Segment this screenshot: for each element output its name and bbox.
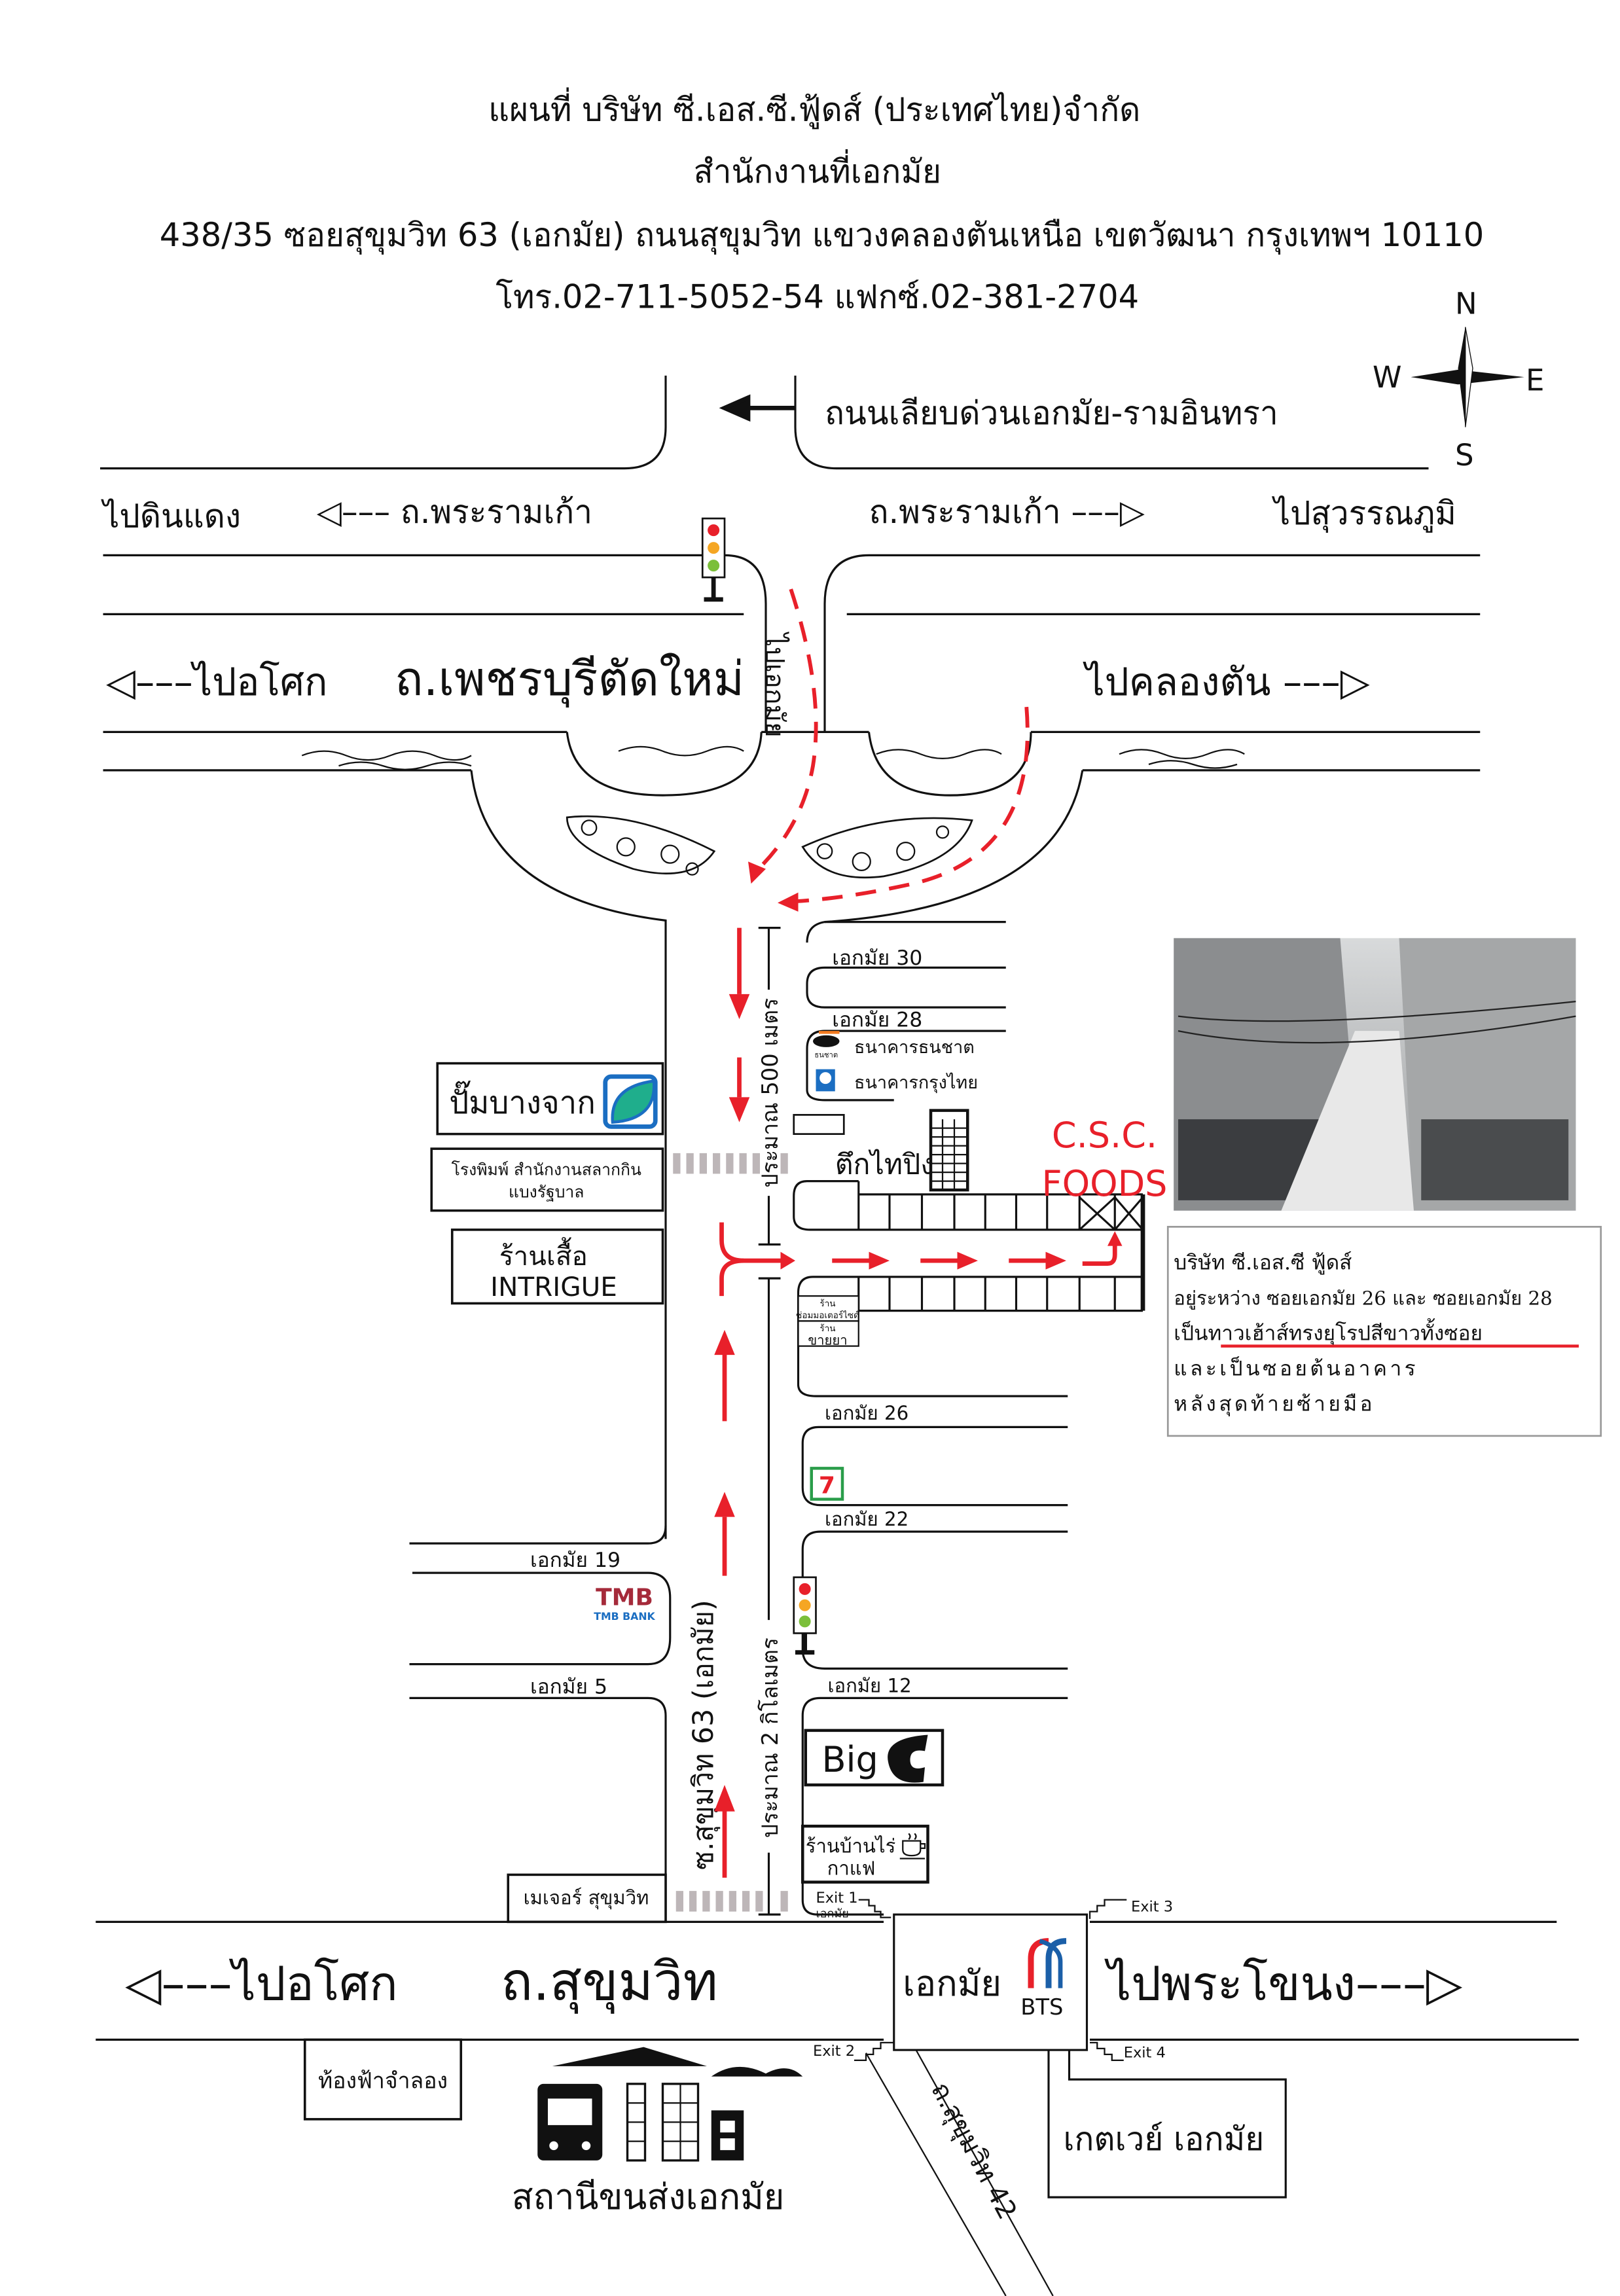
compass-s: S — [1455, 438, 1474, 473]
expressway-label: ถนนเลียบด่วนเอกมัย-รามอินทรา — [825, 394, 1278, 432]
to-phra-khanong: ไปพระโขนง–––▷ — [1104, 1956, 1463, 2011]
printing-office-2: แบงรัฐบาล — [509, 1182, 584, 1201]
compass-n: N — [1455, 286, 1477, 321]
distance-2km: ประมาณ 2 กิโลเมตร — [757, 1638, 783, 1838]
to-ekkamai-label: ไปเอกมัย — [759, 632, 791, 738]
desc-line4: และเป็นซอยต้นอาคาร — [1174, 1356, 1418, 1381]
building-photo — [1174, 938, 1576, 1211]
bangchak-station: ปั๊มบางจาก — [436, 1062, 664, 1136]
soi-ekkamai-30: เอกมัย 30 — [832, 946, 922, 970]
soi-ekkamai-19: เอกมัย 19 — [530, 1549, 621, 1572]
svg-text:7: 7 — [819, 1473, 835, 1499]
svg-text:ธนชาต: ธนชาต — [814, 1051, 838, 1060]
soi-63-label: ซ.สุขุมวิท 63 (เอกมัย) — [687, 1600, 721, 1870]
big-c-logo: Big — [804, 1729, 945, 1787]
coffee-cup-icon — [899, 1833, 926, 1859]
svg-text:BTS: BTS — [1020, 1994, 1063, 2020]
banrai-coffee-2: กาแฟ — [827, 1857, 876, 1879]
seven-eleven-logo-icon: 7 — [810, 1467, 844, 1501]
to-suvarnabhumi: ไปสุวรรณภูมิ — [1271, 494, 1456, 533]
expressway-arrow-icon — [719, 394, 795, 422]
to-asok-top: ◁–––ไปอโศก — [106, 660, 327, 704]
svg-text:TMB BANK: TMB BANK — [594, 1610, 655, 1623]
csc-building-marker — [1079, 1196, 1144, 1231]
to-din-daeng: ไปดินแดง — [101, 497, 242, 535]
krungthai-bank: ธนาคารกรุงไทย — [854, 1073, 978, 1094]
to-khlong-tan: ไปคลองตัน –––▷ — [1083, 660, 1370, 704]
flower-island-left — [566, 815, 716, 876]
csc-foods-line2: FOODS — [1042, 1163, 1168, 1204]
exit-2[interactable]: Exit 2 — [813, 2043, 855, 2060]
exit-1-sub: เอกมัย — [816, 1907, 849, 1921]
stairs-icon — [858, 1899, 891, 1918]
rama9-right: ถ.พระรามเก้า –––▷ — [869, 493, 1145, 531]
route-arrows-ekkamai — [714, 927, 750, 1878]
motorcycle-shop-1: ร้าน — [819, 1299, 835, 1309]
taiping-building: ตึกไทปิง — [835, 1148, 934, 1181]
svg-text:TMB: TMB — [596, 1585, 653, 1611]
bangchak-logo-icon — [603, 1074, 658, 1129]
major-sukhumvit: เมเจอร์ สุขุมวิท — [524, 1886, 649, 1909]
exit-3[interactable]: Exit 3 — [1131, 1899, 1173, 1916]
printing-office-1: โรงพิมพ์ สำนักงานสลากกิน — [452, 1160, 641, 1179]
distance-500m: ประมาณ 500 เมตร — [757, 998, 783, 1188]
route-arrows-right — [766, 1231, 1123, 1270]
description-box: บริษัท ซี.เอส.ซี ฟู้ดส์ อยู่ระหว่าง ซอยเ… — [1166, 1226, 1602, 1437]
compass-icon: N W E S — [1373, 286, 1544, 473]
crosswalk — [675, 1891, 788, 1912]
gateway-ekkamai: เกตเวย์ เอกมัย — [1064, 2120, 1265, 2158]
bangchak-label: ปั๊มบางจาก — [449, 1081, 596, 1121]
big-c-icon — [888, 1734, 928, 1783]
flower-island-right — [801, 817, 973, 879]
bts-logo-icon: BTS — [1020, 1938, 1067, 2020]
soi-ekkamai-5: เอกมัย 5 — [530, 1676, 607, 1699]
bts-station-name: เอกมัย — [903, 1963, 1001, 2004]
building-icon — [929, 1109, 969, 1192]
desc-line3a: เป็น — [1174, 1321, 1208, 1346]
tmb-logo-icon: TMB TMB BANK — [594, 1585, 655, 1623]
planetarium: ท้องฟ้าจำลอง — [318, 2068, 448, 2094]
desc-line3b: ทาวเฮ้าส์ทรงยุโรปสีขาวทั้งซอย — [1208, 1318, 1483, 1346]
office-name: สำนักงานที่เอกมัย — [693, 149, 941, 190]
soi-ekkamai-12: เอกมัย 12 — [828, 1674, 912, 1696]
crosswalk — [673, 1153, 788, 1174]
exit-4[interactable]: Exit 4 — [1124, 2044, 1166, 2061]
desc-line5: หลังสุดท้ายซ้ายมือ — [1174, 1393, 1375, 1417]
soi-ekkamai-26: เอกมัย 26 — [825, 1402, 909, 1424]
compass-e: E — [1526, 363, 1544, 397]
header: แผนที่ บริษัท ซี.เอส.ซี.ฟู้ดส์ (ประเทศไท… — [160, 88, 1484, 316]
map-title: แผนที่ บริษัท ซี.เอส.ซี.ฟู้ดส์ (ประเทศไท… — [488, 88, 1140, 130]
sukhumvit-road: ถ.สุขุมวิท — [501, 1952, 718, 2015]
pharmacy-1: ร้าน — [819, 1323, 835, 1334]
rama9-left: ◁––– ถ.พระรามเก้า — [317, 493, 592, 531]
csc-foods-line1: C.S.C. — [1052, 1115, 1157, 1156]
desc-line3: เป็นทาวเฮ้าส์ทรงยุโรปสีขาวทั้งซอย — [1174, 1318, 1483, 1346]
desc-line2: อยู่ระหว่าง ซอยเอกมัย 26 และ ซอยเอกมัย 2… — [1174, 1287, 1552, 1310]
intrigue-shop-2: INTRIGUE — [490, 1271, 617, 1302]
traffic-light-icon — [793, 1576, 817, 1655]
thanachart-bank: ธนาคารธนชาต — [854, 1037, 975, 1058]
compass-w: W — [1373, 360, 1402, 395]
phetchaburi-road: ถ.เพชรบุรีตัดใหม่ — [395, 651, 744, 708]
exit-1[interactable]: Exit 1 — [816, 1890, 858, 1907]
bts-ekkamai-station: เอกมัย BTS — [893, 1913, 1089, 2051]
bus-terminal-icon — [537, 2047, 803, 2162]
soi-ekkamai-28: เอกมัย 28 — [832, 1008, 922, 1031]
banrai-coffee-1: ร้านบ้านไร่ — [806, 1835, 896, 1857]
to-asok-bottom: ◁–––ไปอโศก — [125, 1956, 398, 2011]
soi-ekkamai-22: เอกมัย 22 — [825, 1508, 909, 1530]
address: 438/35 ซอยสุขุมวิท 63 (เอกมัย) ถนนสุขุมว… — [160, 216, 1484, 255]
canal-waves — [301, 745, 1245, 770]
krungthai-logo-icon — [816, 1069, 835, 1092]
pharmacy-2: ขายยา — [808, 1332, 847, 1348]
motorcycle-shop-2: ซ่อมมอเตอร์ไซด์ — [796, 1310, 859, 1321]
soi-42-label: ถ.สุขุมวิท 42 — [924, 2077, 1023, 2225]
thanachart-logo-icon: ธนชาต — [813, 1031, 840, 1060]
contact: โทร.02-711-5052-54 แฟกซ์.02-381-2704 — [495, 278, 1139, 315]
desc-line1: บริษัท ซี.เอส.ซี ฟู้ดส์ — [1174, 1251, 1352, 1275]
big-c-label: Big — [822, 1739, 878, 1780]
traffic-light-icon — [701, 517, 726, 602]
intrigue-shop-1: ร้านเสื้อ — [499, 1237, 588, 1272]
ekkamai-bus-terminal: สถานีขนส่งเอกมัย — [512, 2176, 785, 2217]
